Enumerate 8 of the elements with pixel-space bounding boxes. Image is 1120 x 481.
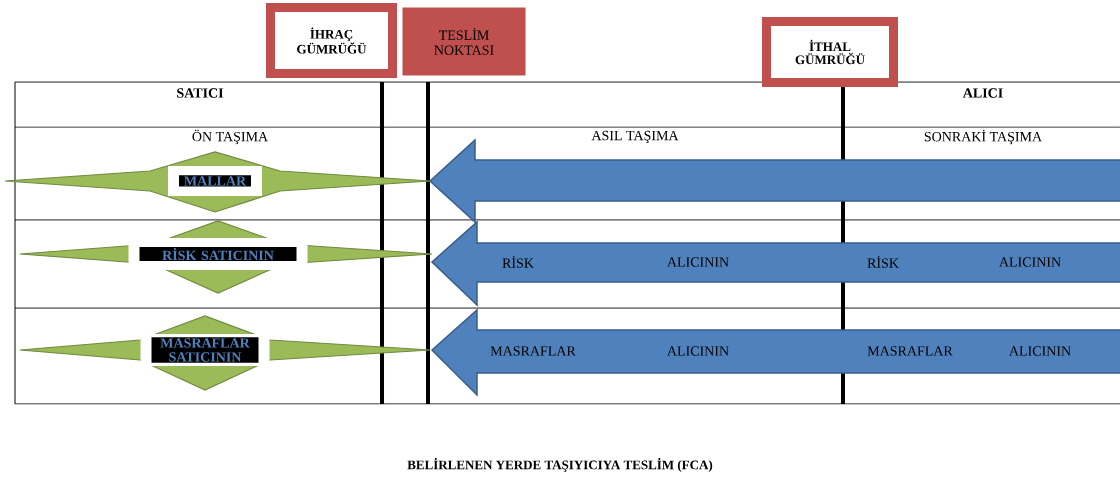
caption: BELİRLENEN YERDE TAŞIYICIYA TESLİM (FCA): [407, 458, 713, 472]
customs-box: İHRAÇ GÜMRÜĞÜ: [266, 3, 397, 78]
column-heading: ASIL TAŞIMA: [591, 130, 679, 144]
column-heading: SATICI: [177, 88, 224, 98]
delivery-point-box: TESLİM NOKTASI: [399, 4, 529, 79]
column-heading: SONRAKİ TAŞIMA: [924, 129, 1042, 145]
customs-box: İTHAL GÜMRÜĞÜ: [762, 17, 898, 87]
column-heading: ALICI: [962, 88, 1003, 98]
